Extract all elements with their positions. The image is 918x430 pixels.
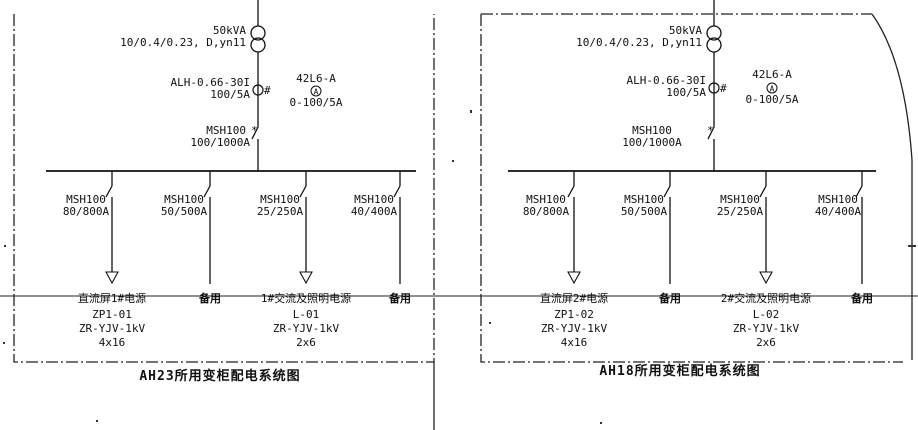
branch-cable-type: ZR-YJV-1kV	[541, 322, 608, 335]
transformer-rating: 50kVA	[213, 24, 246, 37]
branch-breaker-model: MSH100	[354, 193, 394, 206]
diagram-left: 50kVA 10/0.4/0.23, D,yn11 # ALH-0.66-30I…	[46, 0, 416, 384]
branch-circuit-code: L-02	[753, 308, 780, 321]
ct-hash-mark: #	[264, 84, 271, 97]
branch-breaker-rating: 40/400A	[351, 205, 398, 218]
branch-circuit-code: L-01	[293, 308, 320, 321]
ammeter-symbol: A	[770, 85, 775, 94]
ct-hash-mark: #	[720, 82, 727, 95]
branch-breaker-rating: 50/500A	[161, 205, 208, 218]
branch-cable-size: 4x16	[561, 336, 588, 349]
panel-frame-left	[13, 14, 435, 363]
branch-2: MSH100 50/500A 备用	[621, 171, 681, 305]
branch-breaker-blade	[393, 185, 401, 198]
branch-load-name: 直流屏2#电源	[540, 291, 608, 305]
branch-4: MSH100 40/400A 备用	[815, 171, 873, 305]
branch-breaker-rating: 40/400A	[815, 205, 862, 218]
main-breaker-star: *	[707, 124, 714, 137]
diagram-caption: AH23所用变柜配电系统图	[139, 368, 300, 384]
branch-circuit-code: ZP1-02	[554, 308, 594, 321]
ammeter-range: 0-100/5A	[746, 93, 799, 106]
branch-breaker-rating: 25/250A	[717, 205, 764, 218]
branch-breaker-blade	[105, 185, 113, 198]
current-transformer-icon	[708, 82, 720, 94]
ct-model: ALH-0.66-30I	[627, 74, 706, 87]
branch-breaker-blade	[299, 185, 307, 198]
branch-load-name: 2#交流及照明电源	[721, 291, 811, 305]
branch-breaker-rating: 80/800A	[523, 205, 570, 218]
branch-breaker-model: MSH100	[164, 193, 204, 206]
load-arrow-icon	[105, 271, 119, 285]
transformer-spec: 10/0.4/0.23, D,yn11	[120, 36, 246, 49]
transformer-primary-winding-icon	[706, 25, 722, 41]
branch-load-name: 直流屏1#电源	[78, 291, 146, 305]
branch-cable-type: ZR-YJV-1kV	[79, 322, 146, 335]
load-arrow-icon	[567, 271, 581, 285]
main-breaker-rating: 100/1000A	[190, 136, 250, 149]
ammeter-model: 42L6-A	[296, 72, 336, 85]
branch-2: MSH100 50/500A 备用	[161, 171, 221, 305]
transformer-primary-winding-icon	[250, 25, 266, 41]
ct-model: ALH-0.66-30I	[171, 76, 250, 89]
branch-breaker-model: MSH100	[624, 193, 664, 206]
branch-load-name: 备用	[198, 291, 221, 305]
branch-3: MSH100 25/250A 2#交流及照明电源 L-02 ZR-YJV-1kV…	[717, 171, 811, 349]
branch-circuit-code: ZP1-01	[92, 308, 132, 321]
main-breaker-blade	[251, 126, 259, 140]
main-breaker-model: MSH100	[206, 124, 246, 137]
ammeter-symbol: A	[314, 88, 319, 97]
transformer-rating: 50kVA	[669, 24, 702, 37]
ammeter-icon	[766, 82, 778, 94]
current-transformer-icon	[252, 84, 264, 96]
branch-3: MSH100 25/250A 1#交流及照明电源 L-01 ZR-YJV-1kV…	[257, 171, 351, 349]
branch-breaker-blade	[855, 185, 863, 198]
diagram-right: 50kVA 10/0.4/0.23, D,yn11 # ALH-0.66-30I…	[508, 0, 876, 379]
branch-cable-type: ZR-YJV-1kV	[733, 322, 800, 335]
main-breaker-rating: 100/1000A	[622, 136, 682, 149]
transformer-spec: 10/0.4/0.23, D,yn11	[576, 36, 702, 49]
ammeter-model: 42L6-A	[752, 68, 792, 81]
branch-4: MSH100 40/400A 备用	[351, 171, 411, 305]
main-breaker-star: *	[251, 124, 258, 137]
ammeter-range: 0-100/5A	[290, 96, 343, 109]
branch-breaker-model: MSH100	[720, 193, 760, 206]
diagram-caption: AH18所用变柜配电系统图	[599, 363, 760, 379]
panel-frame-right	[480, 13, 903, 363]
branch-cable-size: 4x16	[99, 336, 126, 349]
branch-breaker-model: MSH100	[260, 193, 300, 206]
branch-1: MSH100 80/800A 直流屏2#电源 ZP1-02 ZR-YJV-1kV…	[523, 171, 608, 349]
branch-cable-type: ZR-YJV-1kV	[273, 322, 340, 335]
branch-breaker-model: MSH100	[66, 193, 106, 206]
branch-1: MSH100 80/800A 直流屏1#电源 ZP1-01 ZR-YJV-1kV…	[63, 171, 146, 349]
branch-breaker-model: MSH100	[526, 193, 566, 206]
branch-breaker-rating: 25/250A	[257, 205, 304, 218]
branch-cable-size: 2x6	[756, 336, 776, 349]
branch-breaker-blade	[203, 185, 211, 198]
branch-breaker-blade	[759, 185, 767, 198]
branch-breaker-blade	[663, 185, 671, 198]
branch-load-name: 备用	[658, 291, 681, 305]
ct-ratio: 100/5A	[666, 86, 706, 99]
branch-load-name: 备用	[850, 291, 873, 305]
load-arrow-icon	[759, 271, 773, 285]
branch-load-name: 1#交流及照明电源	[261, 291, 351, 305]
branch-cable-size: 2x6	[296, 336, 316, 349]
branch-load-name: 备用	[388, 291, 411, 305]
branch-breaker-model: MSH100	[818, 193, 858, 206]
scan-speckles	[3, 110, 916, 424]
branch-breaker-blade	[567, 185, 575, 198]
ct-ratio: 100/5A	[210, 88, 250, 101]
branch-breaker-rating: 80/800A	[63, 205, 110, 218]
main-breaker-model: MSH100	[632, 124, 672, 137]
branch-breaker-rating: 50/500A	[621, 205, 668, 218]
main-breaker-blade	[707, 126, 715, 140]
load-arrow-icon	[299, 271, 313, 285]
page-edge-arc	[871, 13, 913, 360]
ammeter-icon	[310, 85, 322, 97]
